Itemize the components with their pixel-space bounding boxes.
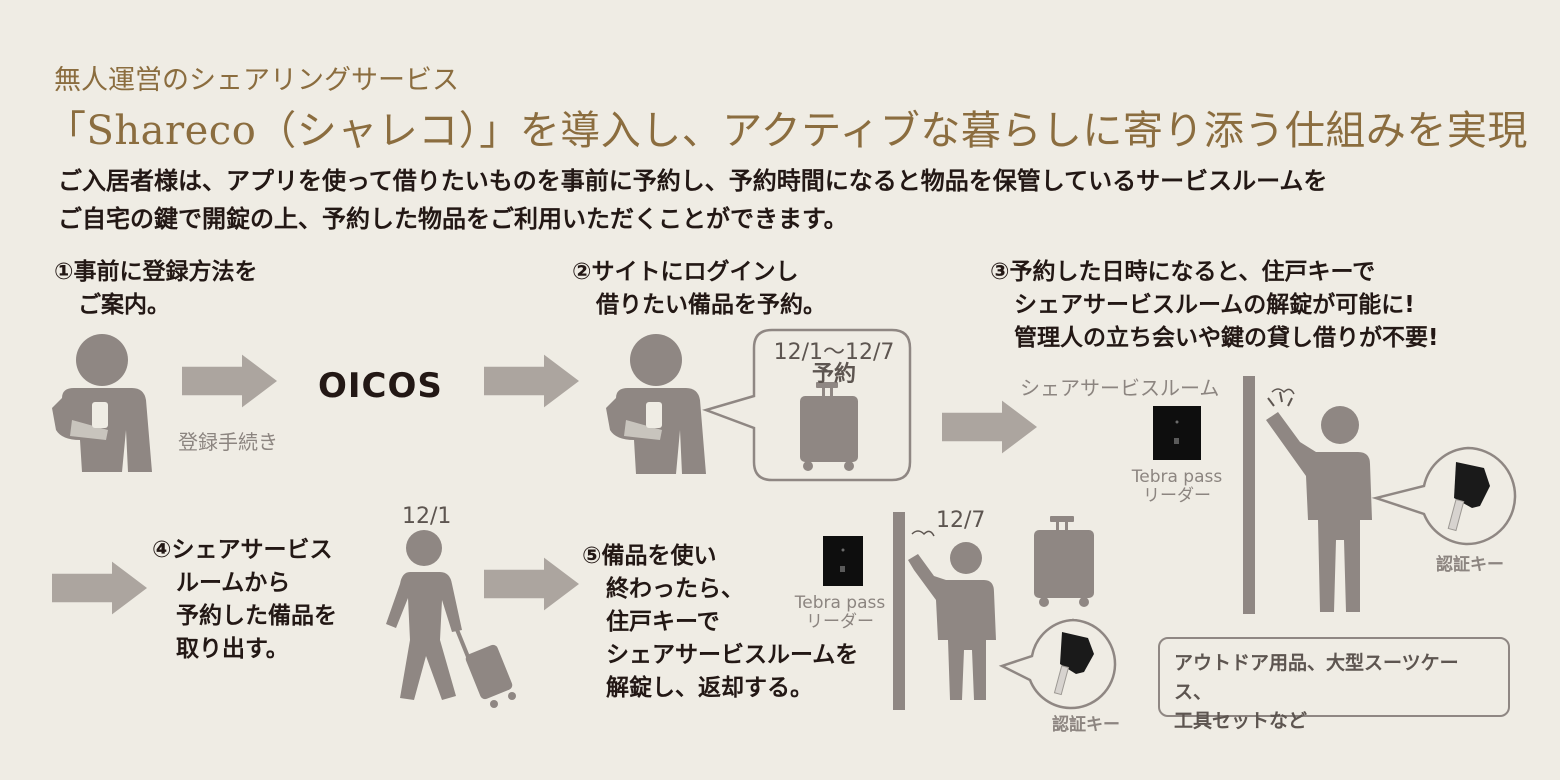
return-date: 12/7 [936,508,986,533]
person-phone-icon [52,334,152,472]
right-arrow-icon [484,354,579,408]
right-arrow-icon [484,557,579,611]
card-reader-icon [823,536,863,586]
step-line: 終わったら、 [606,576,744,602]
step-1-text: ①事前に登録方法を ご案内。 [54,256,257,322]
step-line: シェアサービスルームを [606,642,859,668]
suitcase-icon [1034,516,1094,607]
kicker-text: 無人運営のシェアリングサービス [54,65,459,96]
step-line: 解錠し、返却する。 [606,675,813,701]
brand-logo: OICOS [318,366,443,406]
reader-caption: Tebra pass リーダー [1116,468,1238,506]
step-5-text: ⑤備品を使い 終わったら、 住戸キーで シェアサービスルームを 解錠し、返却する… [582,540,858,705]
step-line: ⑤備品を使い [582,543,717,569]
walking-person-icon [386,530,516,708]
key-label: 認証キー [1436,555,1504,575]
step-line: ④シェアサービス [152,537,333,563]
knocking-person-icon [1266,388,1372,612]
lead-line: ご自宅の鍵で開錠の上、予約した物品をご利用いただくことができます。 [58,205,848,233]
step-line: シェアサービスルームの解錠が可能に! [1014,292,1415,318]
person-phone-icon [606,334,706,474]
reader-sub: リーダー [806,612,874,632]
page-title: 「Shareco（シャレコ）」を導入し、アクティブな暮らしに寄り添う仕組みを実現 [46,108,1528,154]
car-key-icon [998,618,1117,710]
step-line: 借りたい備品を予約。 [596,292,826,318]
knocking-person-icon [908,530,996,700]
items-note-line: 工具セットなど [1174,710,1308,732]
lead-paragraph: ご入居者様は、アプリを使って借りたいものを事前に予約し、予約時間になると物品を保… [58,162,1538,238]
right-arrow-icon [942,400,1037,454]
lead-line: ご入居者様は、アプリを使って借りたいものを事前に予約し、予約時間になると物品を保… [58,167,1328,195]
step-line: ルームから [176,570,291,596]
step-line: ③予約した日時になると、住戸キーで [990,259,1376,285]
step-line: ご案内。 [78,292,170,318]
reservation-dates: 12/1〜12/7 [773,340,895,365]
step-line: 予約した備品を [176,603,337,629]
step-line: ①事前に登録方法を [54,259,258,285]
suitcase-icon [800,382,858,471]
reservation-bubble [702,328,912,482]
share-room-label: シェアサービスルーム [1020,376,1220,400]
items-note-line: アウトドア用品、大型スーツケース、 [1174,652,1459,703]
card-reader-icon [1153,406,1201,460]
reader-name: Tebra pass [1131,467,1223,487]
key-label: 認証キー [1052,715,1120,735]
reader-name: Tebra pass [794,593,886,613]
step-4-text: ④シェアサービス ルームから 予約した備品を 取り出す。 [152,534,337,666]
pickup-date: 12/1 [402,504,452,529]
step-line: 取り出す。 [176,636,289,662]
car-key-icon [1371,446,1517,546]
step-3-text: ③予約した日時になると、住戸キーで シェアサービスルームの解錠が可能に! 管理人… [990,256,1439,355]
door-wall-icon [893,512,905,710]
right-arrow-icon [182,354,277,408]
items-note-box: アウトドア用品、大型スーツケース、 工具セットなど [1158,637,1510,732]
step-2-text: ②サイトにログインし 借りたい備品を予約。 [572,256,826,322]
door-wall-icon [1243,376,1255,614]
step-line: 住戸キーで [606,609,720,635]
reservation-label: 予約 [811,362,856,387]
registration-label: 登録手続き [178,430,278,454]
reader-caption: Tebra pass リーダー [784,594,896,632]
step-line: 管理人の立ち会いや鍵の貸し借りが不要! [1014,325,1439,351]
right-arrow-icon [52,561,147,615]
reader-sub: リーダー [1143,486,1211,506]
step-line: ②サイトにログインし [572,259,799,285]
